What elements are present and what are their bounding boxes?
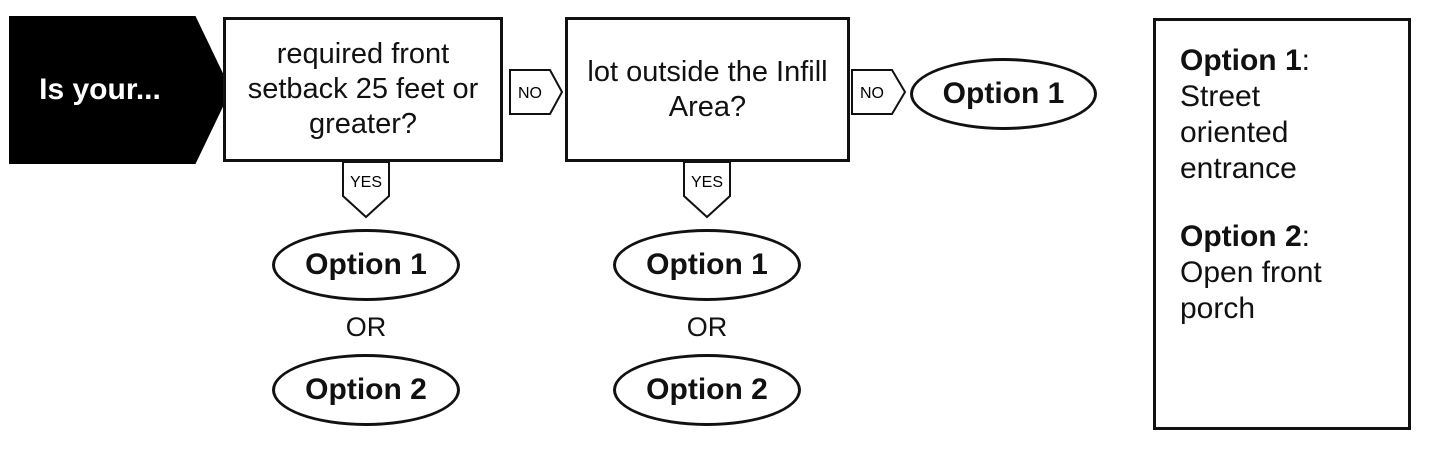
legend-item-option-2: Option 2: Open front porch <box>1180 219 1384 327</box>
legend-option-2-desc: Open front porch <box>1180 256 1322 325</box>
legend-option-2-name: Option 2 <box>1180 220 1302 253</box>
q2-yes-option-1-label: Option 1 <box>646 248 768 281</box>
no-arrow-1: NO <box>509 69 564 115</box>
legend-box: Option 1: Street oriented entrance Optio… <box>1153 18 1411 430</box>
question-setback-box: required front setback 25 feet or greate… <box>223 17 503 162</box>
q2-or-label: OR <box>686 311 728 342</box>
q1-yes-option-1-label: Option 1 <box>305 248 427 281</box>
legend-item-option-1: Option 1: Street oriented entrance <box>1180 43 1384 187</box>
no-arrow-1-label: NO <box>518 85 542 102</box>
no-arrow-2: NO <box>851 69 907 115</box>
start-node: Is your... <box>9 16 231 164</box>
question-setback-text: required front setback 25 feet or greate… <box>247 38 479 140</box>
no-arrow-2-label: NO <box>860 85 884 102</box>
start-label: Is your... <box>39 73 161 106</box>
outcome-option-1-no: Option 1 <box>910 58 1097 130</box>
outcome-option-1-no-label: Option 1 <box>942 77 1065 110</box>
legend-option-1-name: Option 1 <box>1180 44 1302 77</box>
yes-arrow-2-label: YES <box>691 174 723 191</box>
q1-yes-option-1: Option 1 <box>272 229 460 301</box>
yes-arrow-2: YES <box>683 161 731 219</box>
question-infill-text: lot outside the Infill Area? <box>587 55 828 123</box>
yes-arrow-1: YES <box>342 161 390 219</box>
q1-or-label: OR <box>345 311 387 342</box>
q2-yes-option-1: Option 1 <box>613 229 801 301</box>
yes-arrow-1-label: YES <box>350 174 382 191</box>
q2-yes-option-2: Option 2 <box>613 354 801 426</box>
legend-option-1-desc: Street oriented entrance <box>1180 80 1297 185</box>
question-infill-box: lot outside the Infill Area? <box>565 17 850 162</box>
q1-yes-option-2: Option 2 <box>272 354 460 426</box>
q2-yes-option-2-label: Option 2 <box>646 373 768 406</box>
q1-yes-option-2-label: Option 2 <box>305 373 427 406</box>
